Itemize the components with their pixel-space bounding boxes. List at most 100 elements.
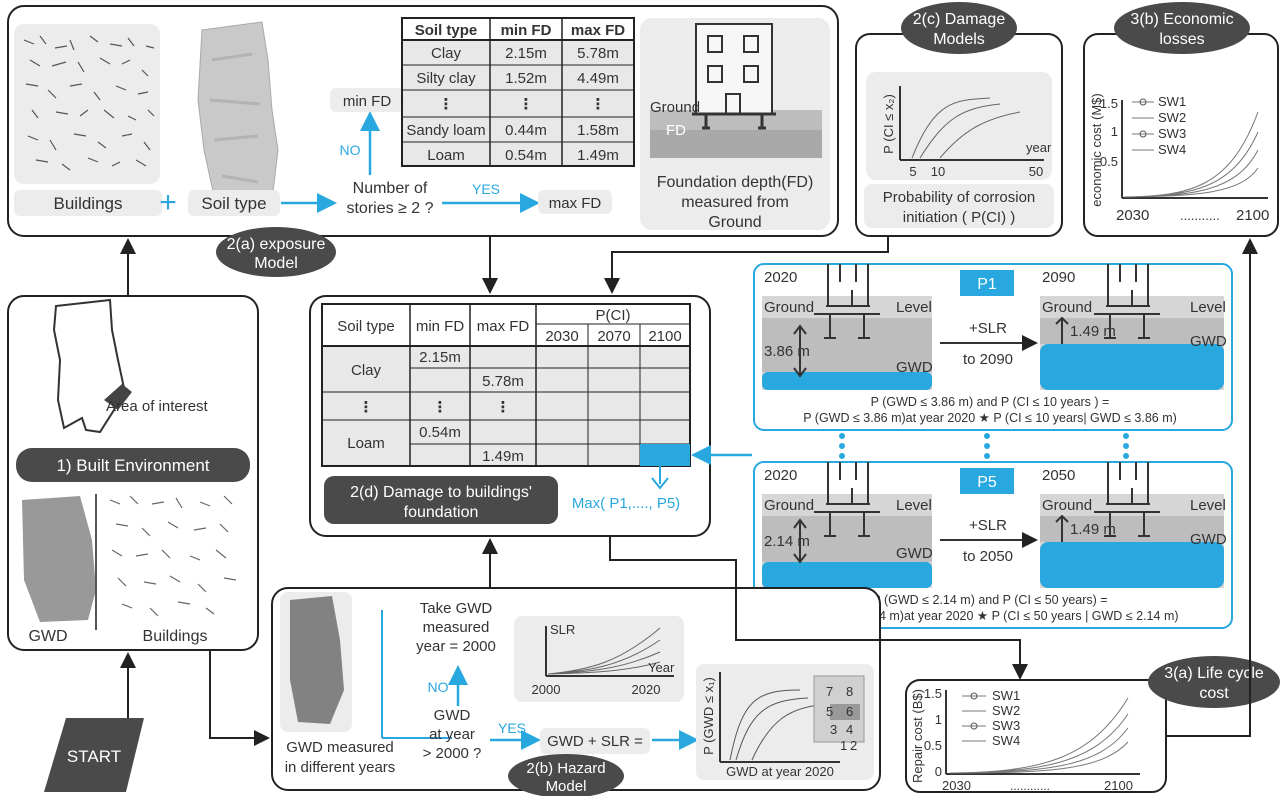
fd-table-cell: Clay <box>431 45 462 62</box>
fd-table-header: min FD <box>501 22 552 39</box>
fd-table-header: Soil type <box>415 22 478 39</box>
max-fd-label: max FD <box>549 195 602 212</box>
pgwd-xlabel: GWD at year 2020 <box>726 764 834 779</box>
year-xlabel: year <box>1026 140 1052 155</box>
p5-tag: P5 <box>977 474 997 491</box>
p1-depth-b: 1.49 m <box>1070 323 1116 340</box>
fd-table-cell: 1.49m <box>577 147 619 164</box>
economic-badge-line2: losses <box>1159 31 1204 48</box>
p1-year-b: 2090 <box>1042 269 1075 286</box>
damage-table-cell: Loam <box>347 435 385 452</box>
p5-year-a: 2020 <box>764 467 797 484</box>
p1-level-b: Level <box>1190 299 1226 316</box>
fd-label: FD <box>666 122 686 139</box>
legend-entry: SW3 <box>1158 126 1186 141</box>
plus-sign: + <box>159 186 177 219</box>
damage-table-cell: 1.49m <box>482 448 524 465</box>
p1-gwd-label-b: GWD <box>1190 333 1227 350</box>
p1-depth-a: 3.86 m <box>764 343 810 360</box>
gwd-label: GWD <box>28 628 67 645</box>
hazard-no-label: NO <box>428 679 449 695</box>
p5-depth-a: 2.14 m <box>764 533 810 550</box>
tick: 1 <box>1111 124 1118 139</box>
p5-ground: Ground <box>764 497 814 514</box>
tick: 1.5 <box>924 686 942 701</box>
min-fd-label: min FD <box>343 93 392 110</box>
p1-ground: Ground <box>764 299 814 316</box>
gwd-measured-line2: in different years <box>285 759 396 776</box>
stories-question-line1: Number of <box>353 180 428 197</box>
pgwd-ylabel: P (GWD ≤ x₁) <box>701 677 716 755</box>
gwd-year-question-line2: at year <box>429 726 475 743</box>
pci-caption-line2: initiation ( P(CI) ) <box>903 209 1016 226</box>
p5-ground-b: Ground <box>1042 497 1092 514</box>
p5-equation-line1: P (GWD ≤ 2.14 m) and P (CI ≤ 50 years) = <box>872 593 1107 607</box>
legend-entry: SW1 <box>1158 94 1186 109</box>
scenario-p1-panel: P1 2020 Ground Level 3.86 m GWD +SLR to … <box>754 264 1232 430</box>
p1-slr: +SLR <box>969 320 1007 337</box>
p5-gwd-label: GWD <box>896 545 933 562</box>
fd-table-cell: ⋮ <box>591 96 606 113</box>
legend-entry: SW1 <box>992 688 1020 703</box>
damage-models-badge-line2: Models <box>933 31 985 48</box>
tick: 5 <box>909 164 916 179</box>
lcc-badge-line1: 3(a) Life cycle <box>1164 665 1264 682</box>
zone-number: 7 <box>826 684 833 699</box>
gwd-slr-formula: GWD + SLR = <box>547 733 643 750</box>
tick: ............ <box>1010 779 1050 793</box>
soil-type-label: Soil type <box>201 194 266 213</box>
zone-map-image <box>814 676 864 742</box>
tick: 2030 <box>942 778 971 793</box>
fd-table-cell: Sandy loam <box>406 122 485 139</box>
exposure-badge-line2: Model <box>254 255 298 272</box>
tick: ........... <box>1180 208 1220 223</box>
gwd-year-question-line1: GWD <box>434 707 471 724</box>
zone-number: 6 <box>846 704 853 719</box>
fd-table-cell: 2.15m <box>505 45 547 62</box>
foundation-caption-line1: Foundation depth(FD) <box>657 174 814 191</box>
p1-equation-line1: P (GWD ≤ 3.86 m) and P (CI ≤ 10 years ) … <box>871 395 1110 409</box>
zone-number: 1 <box>840 738 847 753</box>
tick: 1.5 <box>1100 96 1118 111</box>
damage-table-cell: ⋮ <box>433 399 448 416</box>
tick: 0.5 <box>1100 154 1118 169</box>
year-axis-label: Year <box>648 660 675 675</box>
damage-table-header: 2100 <box>648 328 681 345</box>
take-gwd-line1: Take GWD <box>420 600 493 617</box>
p5-gwd-label-b: GWD <box>1190 531 1227 548</box>
stories-question-line2: stories ≥ 2 ? <box>346 200 433 217</box>
tick: 2000 <box>532 682 561 697</box>
area-of-interest-label: Area of interest <box>106 398 209 415</box>
tick: 50 <box>1029 164 1043 179</box>
p5-depth-b: 1.49 m <box>1070 521 1116 538</box>
take-gwd-line3: year = 2000 <box>416 638 496 655</box>
damage-table-header: min FD <box>416 318 465 335</box>
damage-table-cell: 5.78m <box>482 373 524 390</box>
max-p-label: Max( P1,...., P5) <box>572 495 680 512</box>
damage-table-header: max FD <box>477 318 530 335</box>
slr-axis-label: SLR <box>550 622 575 637</box>
fd-table-header: max FD <box>571 22 625 39</box>
fd-table-cell: Loam <box>427 147 465 164</box>
fd-table-cell: ⋮ <box>439 96 454 113</box>
damage-table-header: 2030 <box>545 328 578 345</box>
tick: 0.5 <box>924 738 942 753</box>
damage-to-foundation-panel: P(CI) Soil type min FD max FD 2030 2070 … <box>310 296 710 536</box>
tick: 2020 <box>632 682 661 697</box>
repair-cost-ylabel: Repair cost (B$) <box>910 689 925 783</box>
damage-table-header: 2070 <box>597 328 630 345</box>
p5-level: Level <box>896 497 932 514</box>
lcc-badge-line2: cost <box>1199 685 1229 702</box>
p1-gwd-label: GWD <box>896 359 933 376</box>
damage-models-panel: P (CI ≤ x₂) year 5 10 50 Probability of … <box>856 2 1062 236</box>
legend-entry: SW4 <box>1158 142 1186 157</box>
damage-table-cell: 0.54m <box>419 424 461 441</box>
tick: 10 <box>931 164 945 179</box>
hazard-yes-label: YES <box>498 720 526 736</box>
zone-number: 8 <box>846 684 853 699</box>
zone-number: 4 <box>846 722 853 737</box>
fd-table: Soil type min FD max FD Clay 2.15m 5.78m… <box>402 18 634 166</box>
ground-label: Ground <box>650 99 700 116</box>
economic-badge-line1: 3(b) Economic <box>1130 11 1233 28</box>
tick: 2030 <box>1116 207 1149 224</box>
